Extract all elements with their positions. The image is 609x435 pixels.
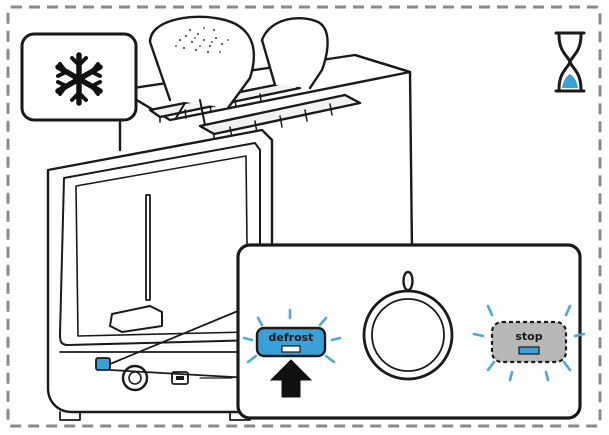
defrost-label: defrost bbox=[269, 331, 314, 344]
toaster-knob[interactable] bbox=[121, 364, 149, 392]
stop-glow bbox=[472, 304, 586, 382]
snowflake-icon bbox=[55, 52, 103, 106]
defrost-glow bbox=[242, 308, 342, 364]
stop-label: stop bbox=[515, 330, 542, 343]
browning-knob[interactable] bbox=[362, 270, 454, 381]
defrost-indicator bbox=[281, 345, 301, 353]
bread-slice-right bbox=[260, 17, 329, 90]
toaster-illustration bbox=[46, 15, 414, 421]
callout-pointer bbox=[109, 305, 251, 379]
hourglass-icon bbox=[554, 31, 586, 93]
stop-button[interactable] bbox=[490, 320, 568, 364]
control-zoom-callout: defrost stop bbox=[236, 243, 586, 420]
toaster-right-side bbox=[353, 53, 414, 262]
bread-crumb-texture bbox=[175, 27, 229, 53]
defrost-button[interactable] bbox=[255, 326, 327, 358]
lever-track bbox=[145, 194, 151, 301]
dashed-border bbox=[6, 5, 602, 428]
toaster-slot-right bbox=[198, 93, 362, 136]
arrow-up-icon bbox=[269, 359, 313, 398]
lever-handle bbox=[109, 305, 163, 333]
snowflake-icon-box bbox=[20, 32, 138, 122]
stop-indicator bbox=[518, 346, 540, 355]
toaster-defrost-button[interactable] bbox=[95, 357, 111, 371]
